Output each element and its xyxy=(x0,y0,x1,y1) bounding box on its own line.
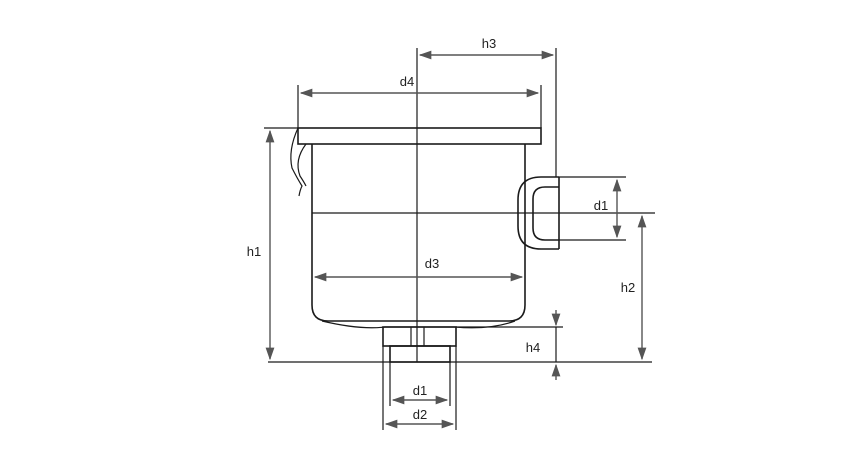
break-line xyxy=(290,127,303,197)
label-d3: d3 xyxy=(425,256,439,271)
label-d1-bottom: d1 xyxy=(413,383,427,398)
label-d2: d2 xyxy=(413,407,427,422)
top-flange xyxy=(297,127,542,145)
bottom-outlet-flange xyxy=(382,326,457,347)
housing-outline xyxy=(290,127,542,329)
cylinder-body xyxy=(311,144,526,322)
label-h3: h3 xyxy=(482,36,496,51)
label-d4: d4 xyxy=(400,74,414,89)
outlet-outer xyxy=(517,176,559,250)
label-h2: h2 xyxy=(621,280,635,295)
label-d1-side: d1 xyxy=(594,198,608,213)
break-line-2 xyxy=(297,143,307,187)
label-h4: h4 xyxy=(526,340,540,355)
dimension-lines xyxy=(265,50,647,429)
bottom-outlet-pipe xyxy=(389,345,451,363)
bottom-outlet xyxy=(382,326,457,430)
extension-lines xyxy=(264,48,655,363)
label-h1: h1 xyxy=(247,244,261,259)
